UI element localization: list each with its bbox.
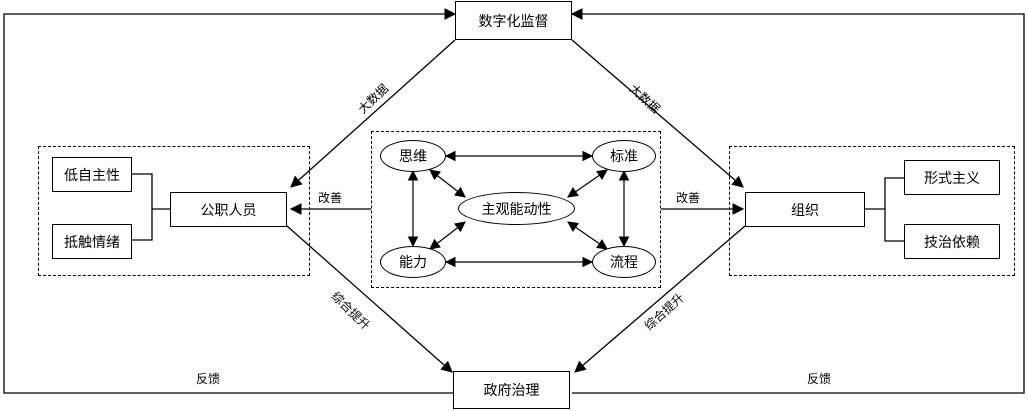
group-center-dashed: [371, 131, 661, 288]
edge-top-left: [290, 39, 456, 188]
edge-standard-center: [567, 169, 608, 198]
feedback-line-left: [3, 8, 457, 394]
edge-ability-center: [429, 221, 466, 250]
node-thinking: 思维: [380, 140, 446, 172]
edge-left-bottom: [286, 225, 453, 373]
group-right-dashed: [729, 146, 1015, 276]
node-formalism: 形式主义: [904, 160, 1000, 195]
edge-top-right: [571, 39, 744, 188]
node-subjective-initiative: 主观能动性: [458, 192, 575, 225]
node-low-autonomy: 低自主性: [52, 157, 132, 192]
edge-process-center: [567, 221, 608, 250]
node-standard: 标准: [592, 140, 656, 172]
node-civil-servants: 公职人员: [170, 192, 287, 227]
label-feedback-right: 反馈: [807, 372, 832, 386]
node-resistance: 抵触情绪: [52, 224, 132, 259]
group-left-dashed: [38, 146, 310, 276]
bracket-left: [131, 173, 153, 241]
node-process: 流程: [592, 246, 656, 278]
node-ability: 能力: [380, 246, 446, 278]
feedback-line-right: [570, 8, 1025, 394]
edge-right-bottom: [574, 225, 746, 373]
node-organization: 组织: [745, 192, 865, 227]
label-feedback-left: 反馈: [196, 372, 221, 386]
edge-thinking-center: [429, 169, 466, 198]
node-digital-supervision: 数字化监督: [455, 1, 572, 40]
label-improve-left: 改善: [318, 191, 343, 205]
label-improve-right: 改善: [676, 191, 701, 205]
node-tech-dependence: 技治依赖: [904, 224, 1000, 259]
node-government-governance: 政府治理: [453, 371, 570, 409]
